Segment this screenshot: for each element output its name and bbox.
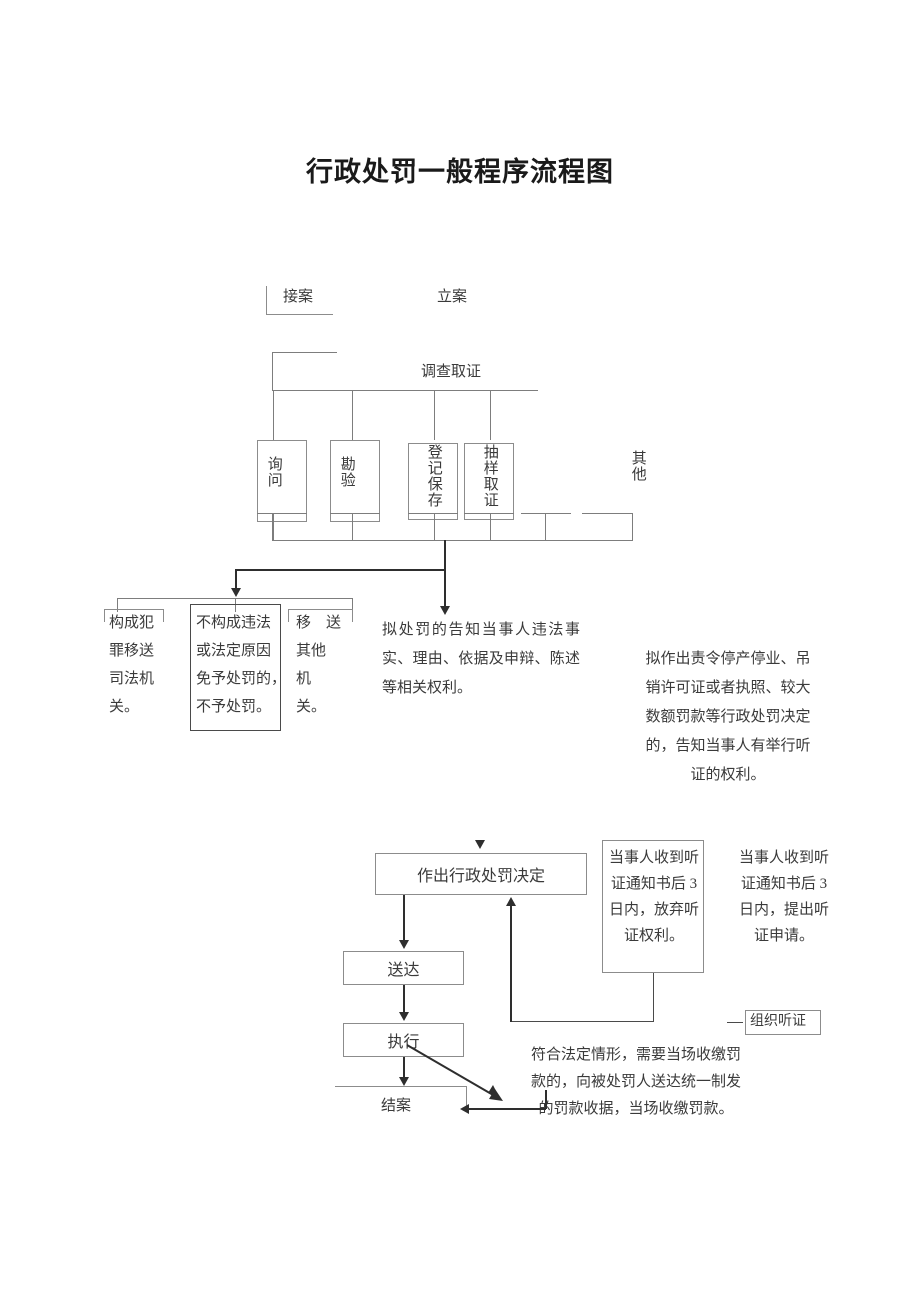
- receive-case-label: 接案: [283, 289, 314, 305]
- arrow-execute-close: [399, 1077, 409, 1086]
- arrow-decision-serve: [399, 940, 409, 949]
- connector-into-organize: [727, 1022, 743, 1023]
- receive-case-frame: [266, 286, 333, 315]
- evidence-label-inspection: 勘验: [338, 456, 355, 488]
- evidence-box-registration: [408, 443, 458, 520]
- evidence-label-inquiry: 询问: [265, 456, 282, 488]
- outcome-bracket-m: [235, 598, 236, 612]
- hearing-waive-text: 当事人收到听证通知书后 3 日内，放弃听证权利。: [609, 850, 700, 944]
- investigation-label: 调查取证: [421, 364, 482, 380]
- evidence-label-sampling: 抽样取证: [481, 444, 498, 508]
- collection-rail-left-cap: [272, 513, 273, 541]
- rail-drop-6: [632, 513, 633, 540]
- serve-box: 送达: [343, 951, 464, 985]
- connector-invest-top: [272, 352, 337, 353]
- close-case-frame: [335, 1086, 467, 1109]
- connector-drop-1: [273, 390, 274, 440]
- hearing-apply-text: 当事人收到听证通知书后 3 日内，提出听证申请。: [738, 850, 829, 944]
- serve-label: 送达: [387, 962, 420, 979]
- connector-drop-3: [434, 390, 435, 440]
- connector-execute-close: [403, 1057, 405, 1079]
- arrow-notice: [440, 606, 450, 615]
- organize-hearing-label: 组织听证: [750, 1014, 806, 1029]
- connector-receive-to-invest: [272, 352, 273, 390]
- outcome-label-no-penalty: 不构成违法 或法定原因 免予处罚的， 不予处罚。: [196, 615, 287, 715]
- rail-drop-1: [273, 513, 274, 540]
- connector-drop-4: [490, 390, 491, 440]
- decision-label: 作出行政处罚决定: [416, 868, 545, 885]
- rail-stub-d: [464, 513, 514, 514]
- file-case-label: 立案: [437, 289, 468, 305]
- connector-onsite-return-v: [545, 1090, 547, 1109]
- close-case-label: 结案: [381, 1098, 412, 1114]
- evidence-box-sampling: [464, 443, 514, 520]
- evidence-label-other: 其他: [629, 450, 646, 482]
- rail-stub-b: [330, 513, 380, 514]
- rail-stub-e: [521, 513, 571, 514]
- collection-rail: [272, 540, 633, 541]
- connector-serve-execute: [403, 985, 405, 1013]
- rail-drop-5: [545, 513, 546, 540]
- arrow-onsite-into-close: [460, 1104, 469, 1114]
- rail-stub-f: [582, 513, 632, 514]
- trunk-split: [235, 569, 446, 571]
- notice-general-text: 拟处罚的告知当事人违法事实、理由、依据及申辩、陈述等相关权利。: [382, 622, 580, 696]
- outcome-bracket-r: [352, 598, 353, 612]
- outcome-frame-3: [288, 609, 353, 622]
- connector-invest-bus: [272, 390, 538, 391]
- decision-box: 作出行政处罚决定: [375, 853, 587, 895]
- evidence-box-inquiry: [257, 440, 307, 522]
- outcome-label-criminal: 构成犯 罪移送 司法机 关。: [109, 615, 155, 715]
- diagonal-arrow-onsite: [406, 1044, 503, 1101]
- evidence-label-sampling-clip: 抽样取证: [465, 444, 513, 518]
- connector-decision-serve: [403, 895, 405, 942]
- rail-drop-2: [352, 513, 353, 540]
- hearing-waive-box: [602, 840, 704, 973]
- connector-waive-left: [510, 1021, 654, 1022]
- organize-hearing-box: [745, 1010, 821, 1035]
- arrow-waive-into-decision: [506, 897, 516, 906]
- connector-onsite-return: [466, 1108, 546, 1110]
- connector-waive-up: [510, 906, 512, 1022]
- evidence-label-registration: 登记保存: [425, 444, 442, 508]
- arrow-into-decision: [475, 840, 485, 849]
- trunk-down: [444, 540, 446, 570]
- notice-hearing-text: 拟作出责令停产停业、吊销许可证或者执照、较大数额罚款等行政处罚决定的，告知当事人…: [645, 651, 811, 783]
- rail-stub-a: [257, 513, 307, 514]
- onsite-collection-text: 符合法定情形，需要当场收缴罚款的，向被处罚人送达统一制发的罚款收据，当场收缴罚款…: [530, 1047, 741, 1117]
- outcome-bracket-l: [117, 598, 118, 612]
- outcome-frame-1: [104, 609, 164, 622]
- rail-drop-4: [490, 513, 491, 540]
- outcome-label-transfer: 移 送 其他 机 关。: [296, 615, 342, 715]
- arrow-outcomes: [231, 588, 241, 597]
- rail-stub-c: [408, 513, 458, 514]
- page-title: 行政处罚一般程序流程图: [306, 157, 614, 187]
- outcome-bracket: [117, 598, 352, 599]
- connector-waive-down: [653, 973, 654, 1022]
- rail-drop-3: [434, 513, 435, 540]
- connector-drop-2: [352, 390, 353, 440]
- branch-outcomes: [235, 569, 237, 590]
- arrow-serve-execute: [399, 1012, 409, 1021]
- evidence-label-registration-clip: 登记保存: [409, 444, 457, 518]
- branch-notice: [444, 569, 446, 608]
- evidence-box-inspection: [330, 440, 380, 522]
- outcome-box-no-penalty: [190, 604, 281, 731]
